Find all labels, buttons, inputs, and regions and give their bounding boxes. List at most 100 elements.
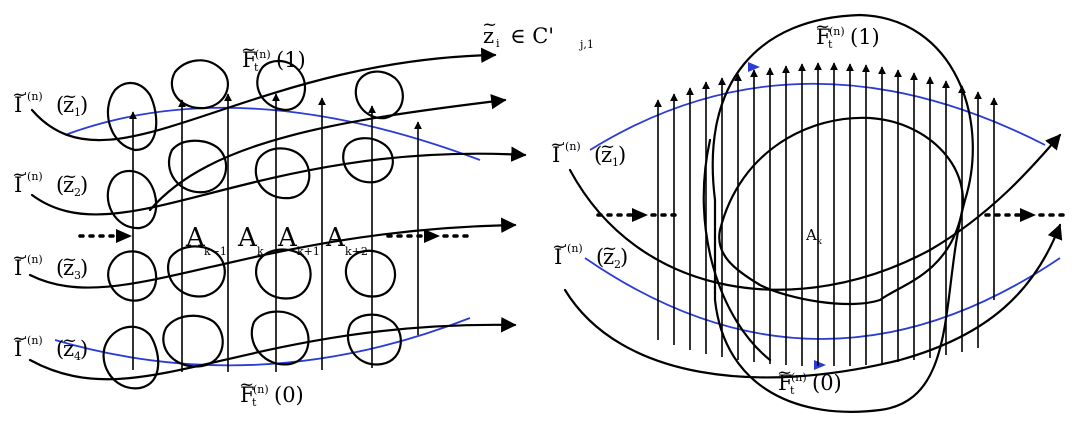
header-label: ~ z i ∈ C' j,1 — [482, 14, 594, 51]
left-row-label-2: ~ I '(n) ( ~ z 2 ) — [12, 164, 88, 199]
svg-text:~: ~ — [552, 236, 567, 257]
svg-text:A: A — [277, 223, 298, 253]
svg-text:~: ~ — [62, 166, 77, 187]
left-region-label-4: A k+2 — [325, 223, 368, 258]
svg-text:'(n): '(n) — [24, 90, 43, 103]
svg-text:(1): (1) — [850, 25, 880, 49]
right-row-label-2: ~ I '(n) ( ~ z 2 ) — [552, 236, 628, 271]
svg-text:(n): (n) — [255, 48, 271, 61]
left-flow-line-1 — [30, 47, 497, 142]
svg-text:k−1: k−1 — [204, 245, 227, 258]
svg-text:(0): (0) — [274, 383, 304, 407]
svg-text:z: z — [63, 337, 74, 361]
right-inner-loop — [718, 116, 964, 306]
left-row-label-4: ~ I '(n) ( ~ z 4 ) — [12, 328, 88, 363]
left-vertical-arrows — [129, 93, 422, 372]
svg-text:z: z — [63, 256, 74, 280]
svg-text:(: ( — [594, 143, 602, 167]
svg-text:): ) — [620, 245, 628, 269]
svg-text:(n): (n) — [253, 383, 269, 396]
svg-text:~: ~ — [777, 362, 792, 383]
svg-text:'(n): '(n) — [24, 334, 43, 347]
svg-text:k: k — [257, 245, 264, 258]
svg-text:(: ( — [56, 93, 64, 117]
svg-text:1: 1 — [74, 106, 81, 119]
left-row-label-1: ~ I '(n) ( ~ z 1 ) — [12, 84, 88, 119]
right-flow-line-1 — [568, 133, 1062, 291]
svg-text:z: z — [603, 245, 614, 269]
right-outer-loop — [711, 13, 974, 413]
svg-text:): ) — [618, 143, 626, 167]
svg-text:~: ~ — [12, 247, 27, 268]
svg-text:): ) — [80, 93, 88, 117]
svg-text:(n): (n) — [791, 371, 807, 384]
left-region-label-1: A k−1 — [185, 223, 227, 258]
right-vertical-arrows — [654, 62, 998, 366]
left-dotted-arrows — [78, 229, 472, 243]
right-panel: ~ I '(n) ( ~ z 1 ) ~ I '(n) ( ~ z 2 ) ~ … — [550, 13, 1068, 413]
svg-text:z: z — [601, 143, 612, 167]
header-z: z — [483, 24, 494, 48]
svg-text:k: k — [817, 237, 822, 246]
svg-text:F: F — [778, 371, 793, 395]
header-z-index: i — [496, 37, 500, 50]
svg-text:I: I — [554, 245, 562, 269]
left-upper-boundary-curve — [64, 106, 481, 161]
svg-text:z: z — [63, 93, 74, 117]
svg-text:(1): (1) — [276, 48, 306, 72]
svg-text:(: ( — [56, 337, 64, 361]
svg-text:(: ( — [56, 256, 64, 280]
svg-text:~: ~ — [602, 238, 617, 259]
svg-text:2: 2 — [74, 186, 81, 199]
svg-text:A: A — [805, 226, 817, 244]
left-loops — [102, 59, 404, 390]
svg-text:'(n): '(n) — [562, 140, 581, 153]
right-lower-boundary-curve — [584, 257, 1061, 340]
header-relation: ∈ C' — [510, 24, 554, 48]
left-flow-line-3 — [28, 217, 517, 289]
svg-text:): ) — [80, 256, 88, 280]
svg-text:(: ( — [56, 173, 64, 197]
left-bottom-flow-label: ~ F t (n) (0) — [239, 374, 304, 409]
right-row-label-1: ~ I '(n) ( ~ z 1 ) — [550, 134, 626, 169]
right-bottom-flow-label: ~ F t (n) (0) — [777, 362, 842, 397]
svg-text:~: ~ — [241, 39, 256, 60]
right-top-flow-label: ~ F t (n) (1) — [815, 16, 880, 51]
svg-text:~: ~ — [550, 134, 565, 155]
svg-text:4: 4 — [74, 350, 81, 363]
right-flow-line-3 — [702, 138, 772, 362]
svg-text:~: ~ — [62, 249, 77, 270]
left-lower-boundary-curve — [54, 317, 471, 367]
svg-text:'(n): '(n) — [24, 253, 43, 266]
svg-text:t: t — [252, 396, 257, 409]
svg-text:(: ( — [596, 245, 604, 269]
svg-text:1: 1 — [612, 156, 619, 169]
svg-text:F: F — [242, 48, 257, 72]
svg-text:I: I — [14, 173, 22, 197]
svg-text:3: 3 — [74, 269, 81, 282]
svg-text:~: ~ — [62, 86, 77, 107]
svg-text:A: A — [185, 223, 206, 253]
svg-text:~: ~ — [62, 330, 77, 351]
svg-text:(n): (n) — [829, 25, 845, 38]
svg-text:): ) — [80, 337, 88, 361]
left-top-flow-label: ~ F t (n) (1) — [241, 39, 306, 74]
left-region-label-3: A k+1 — [277, 223, 320, 258]
svg-text:I: I — [14, 337, 22, 361]
svg-text:I: I — [552, 143, 560, 167]
svg-text:F: F — [240, 383, 255, 407]
svg-text:t: t — [790, 384, 795, 397]
svg-text:F: F — [816, 25, 831, 49]
svg-text:2: 2 — [614, 258, 621, 271]
header-set-index: j,1 — [578, 38, 594, 51]
svg-text:A: A — [237, 223, 258, 253]
svg-text:'(n): '(n) — [564, 242, 583, 255]
svg-text:k+1: k+1 — [297, 245, 320, 258]
svg-text:t: t — [254, 61, 259, 74]
svg-text:~: ~ — [482, 14, 497, 35]
svg-text:I: I — [14, 93, 22, 117]
svg-text:I: I — [14, 256, 22, 280]
svg-text:~: ~ — [815, 16, 830, 37]
svg-text:A: A — [325, 223, 346, 253]
